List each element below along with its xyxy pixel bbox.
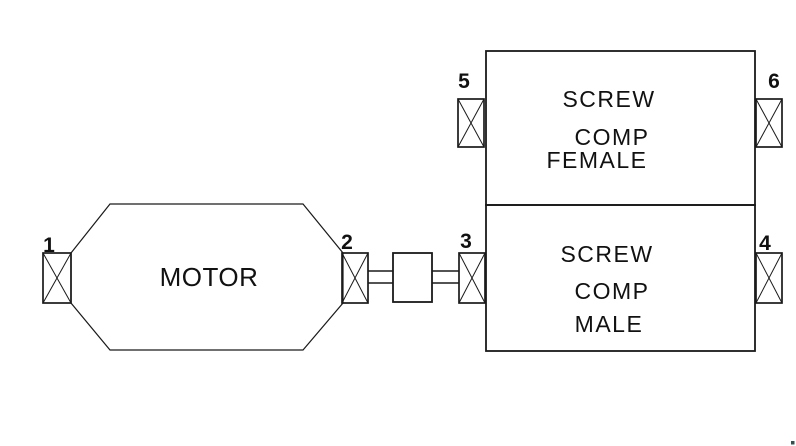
female-compressor-label-line2: COMP: [575, 124, 650, 150]
bearing-3-box: [458, 252, 486, 304]
bearing-2-box: [341, 252, 369, 304]
bearing-symbol-6: [755, 98, 783, 148]
bearing-1-label: 1: [43, 234, 55, 257]
bearing-2-cross: [341, 252, 369, 304]
male-compressor-label-line3: MALE: [575, 311, 644, 337]
bearing-2-label: 2: [341, 231, 353, 254]
male-compressor-label-line2: COMP: [575, 278, 650, 304]
bearing-5-cross: [457, 98, 485, 148]
motor-label: MOTOR: [160, 262, 259, 292]
bearing-6-cross: [755, 98, 783, 148]
bearing-6-box: [755, 98, 783, 148]
female-compressor-label-line3: FEMALE: [546, 147, 647, 173]
bearing-symbol-3: [458, 252, 486, 304]
bearing-3-label: 3: [460, 230, 472, 253]
bearing-1-cross: [42, 252, 72, 304]
bearing-symbol-1: [42, 252, 72, 304]
bearing-6-label: 6: [768, 70, 780, 93]
female-compressor-label-line1: SCREW: [562, 86, 655, 112]
bearing-symbol-2: [341, 252, 369, 304]
male-compressor-box: [485, 204, 756, 352]
bearing-4-cross: [755, 252, 783, 304]
bearing-5-box: [457, 98, 485, 148]
bearing-4-box: [755, 252, 783, 304]
bearing-4-label: 4: [759, 232, 771, 255]
coupling-box: [392, 252, 433, 303]
bearing-symbol-4: [755, 252, 783, 304]
bearing-5-label: 5: [458, 70, 470, 93]
bearing-1-box: [42, 252, 72, 304]
bearing-3-cross: [458, 252, 486, 304]
corner-mark: [791, 441, 795, 445]
bearing-symbol-5: [457, 98, 485, 148]
male-compressor-label-line1: SCREW: [560, 241, 653, 267]
